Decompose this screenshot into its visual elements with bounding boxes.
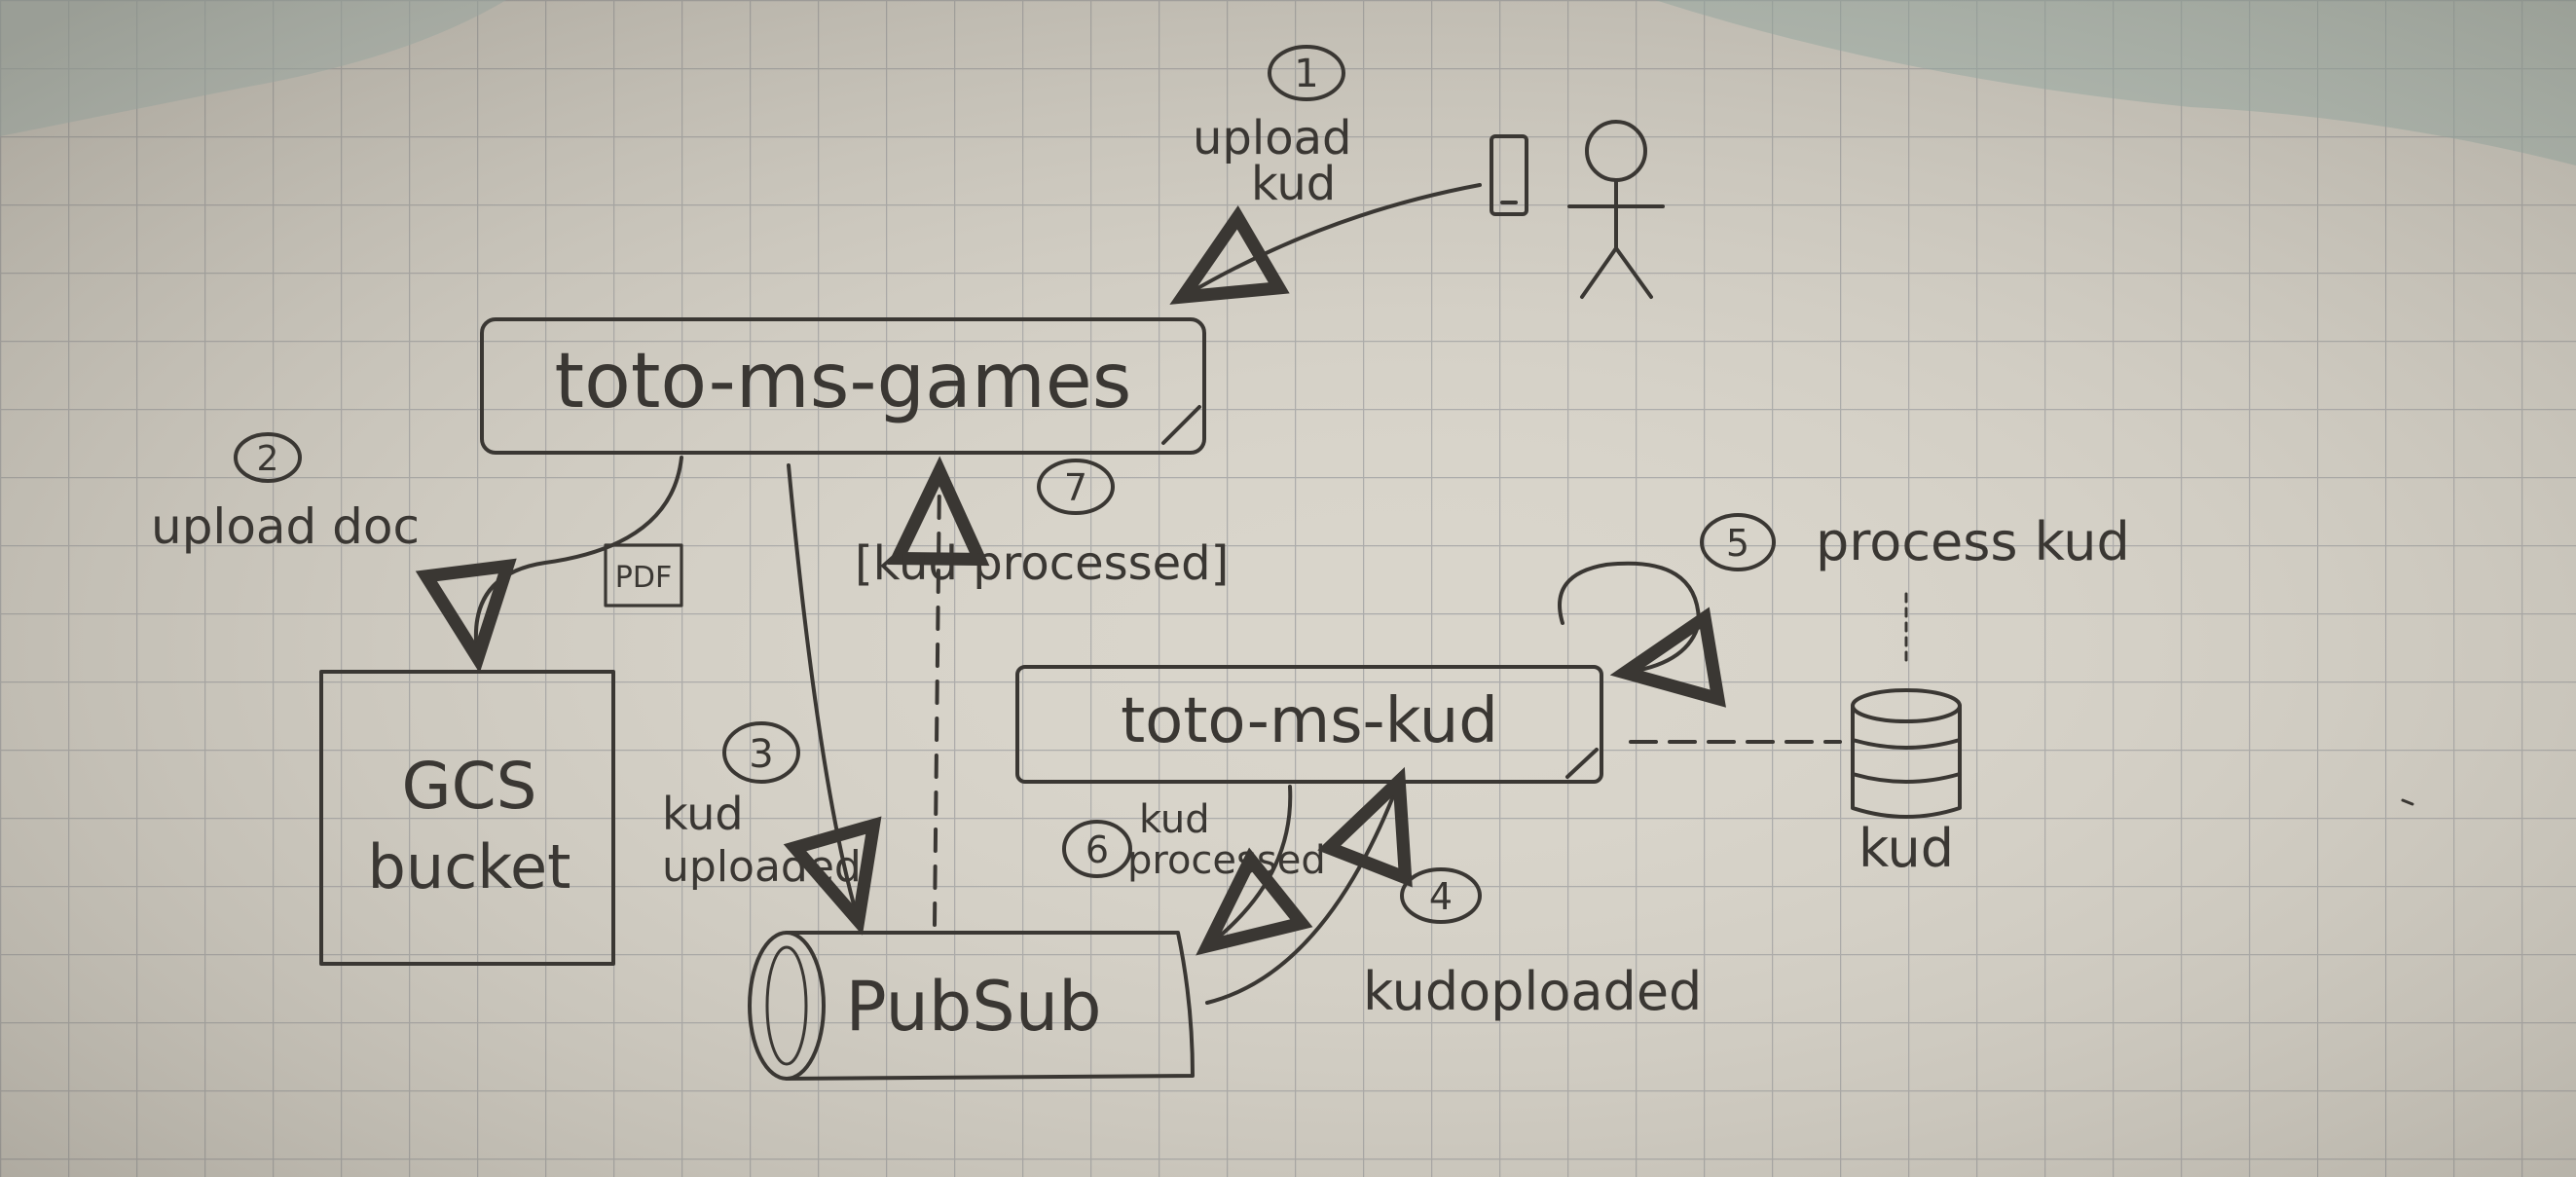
- kud-service-box: toto-ms-kud: [1015, 665, 1603, 784]
- kud-uploaded-label-line1: kud: [662, 788, 744, 840]
- arrow-kud-processed: [1196, 785, 1313, 956]
- svg-text:1: 1: [1294, 52, 1318, 96]
- step-4-marker: 4: [1400, 867, 1482, 924]
- database-label: kud: [1858, 818, 1954, 879]
- pdf-file-icon: PDF: [604, 543, 683, 607]
- upload-kud-label-line2: kud: [1251, 157, 1336, 211]
- step-5-marker: 5: [1700, 513, 1776, 571]
- kud-uploaded-4-label: kudoploaded: [1363, 961, 1702, 1022]
- kud-service-label: toto-ms-kud: [1121, 685, 1498, 757]
- arrow-kud-uploaded-to-kud: [1205, 766, 1413, 1005]
- svg-text:7: 7: [1064, 466, 1087, 509]
- games-service-box: toto-ms-games: [480, 317, 1206, 455]
- gcs-label-line1: GCS: [401, 749, 536, 824]
- arrow-upload-kud: [1169, 183, 1482, 305]
- kud-processed-label-line1: kud: [1139, 797, 1210, 842]
- pubsub-label: PubSub: [845, 967, 1101, 1047]
- svg-text:4: 4: [1429, 875, 1453, 918]
- upload-doc-label: upload doc: [151, 498, 420, 555]
- step-6-marker: 6: [1062, 820, 1132, 878]
- arrow-kud-processed-dashed: [887, 456, 990, 927]
- database-icon: [1851, 688, 1962, 819]
- svg-text:PDF: PDF: [615, 561, 672, 595]
- kud-processed-label-line2: processed: [1127, 838, 1326, 883]
- svg-text:2: 2: [257, 439, 279, 479]
- phone-icon: [1490, 134, 1528, 216]
- step-2-marker: 2: [234, 432, 302, 483]
- step-3-marker: 3: [722, 721, 800, 784]
- games-service-label: toto-ms-games: [555, 338, 1132, 425]
- arrow-upload-doc: [415, 456, 683, 674]
- svg-text:6: 6: [1086, 828, 1109, 871]
- svg-text:3: 3: [749, 732, 773, 777]
- upload-kud-label-line1: upload: [1193, 111, 1351, 166]
- arrow-process-kud-loop: [1558, 561, 1726, 708]
- arrow-kud-uploaded: [783, 463, 882, 936]
- gcs-label-line2: bucket: [368, 831, 571, 902]
- pubsub-topic: PubSub: [748, 931, 1195, 1081]
- kud-processed-bracket-label: [kud processed]: [855, 536, 1229, 591]
- svg-text:5: 5: [1726, 522, 1749, 565]
- kud-uploaded-label-line2: uploaded: [662, 842, 862, 892]
- gcs-bucket-box: GCS bucket: [319, 670, 615, 966]
- step-1-marker: 1: [1268, 45, 1345, 101]
- step-7-marker: 7: [1037, 459, 1115, 515]
- process-kud-label: process kud: [1816, 511, 2130, 572]
- pen-mark: [2401, 798, 2414, 806]
- user-stick-figure-icon: [1567, 120, 1665, 299]
